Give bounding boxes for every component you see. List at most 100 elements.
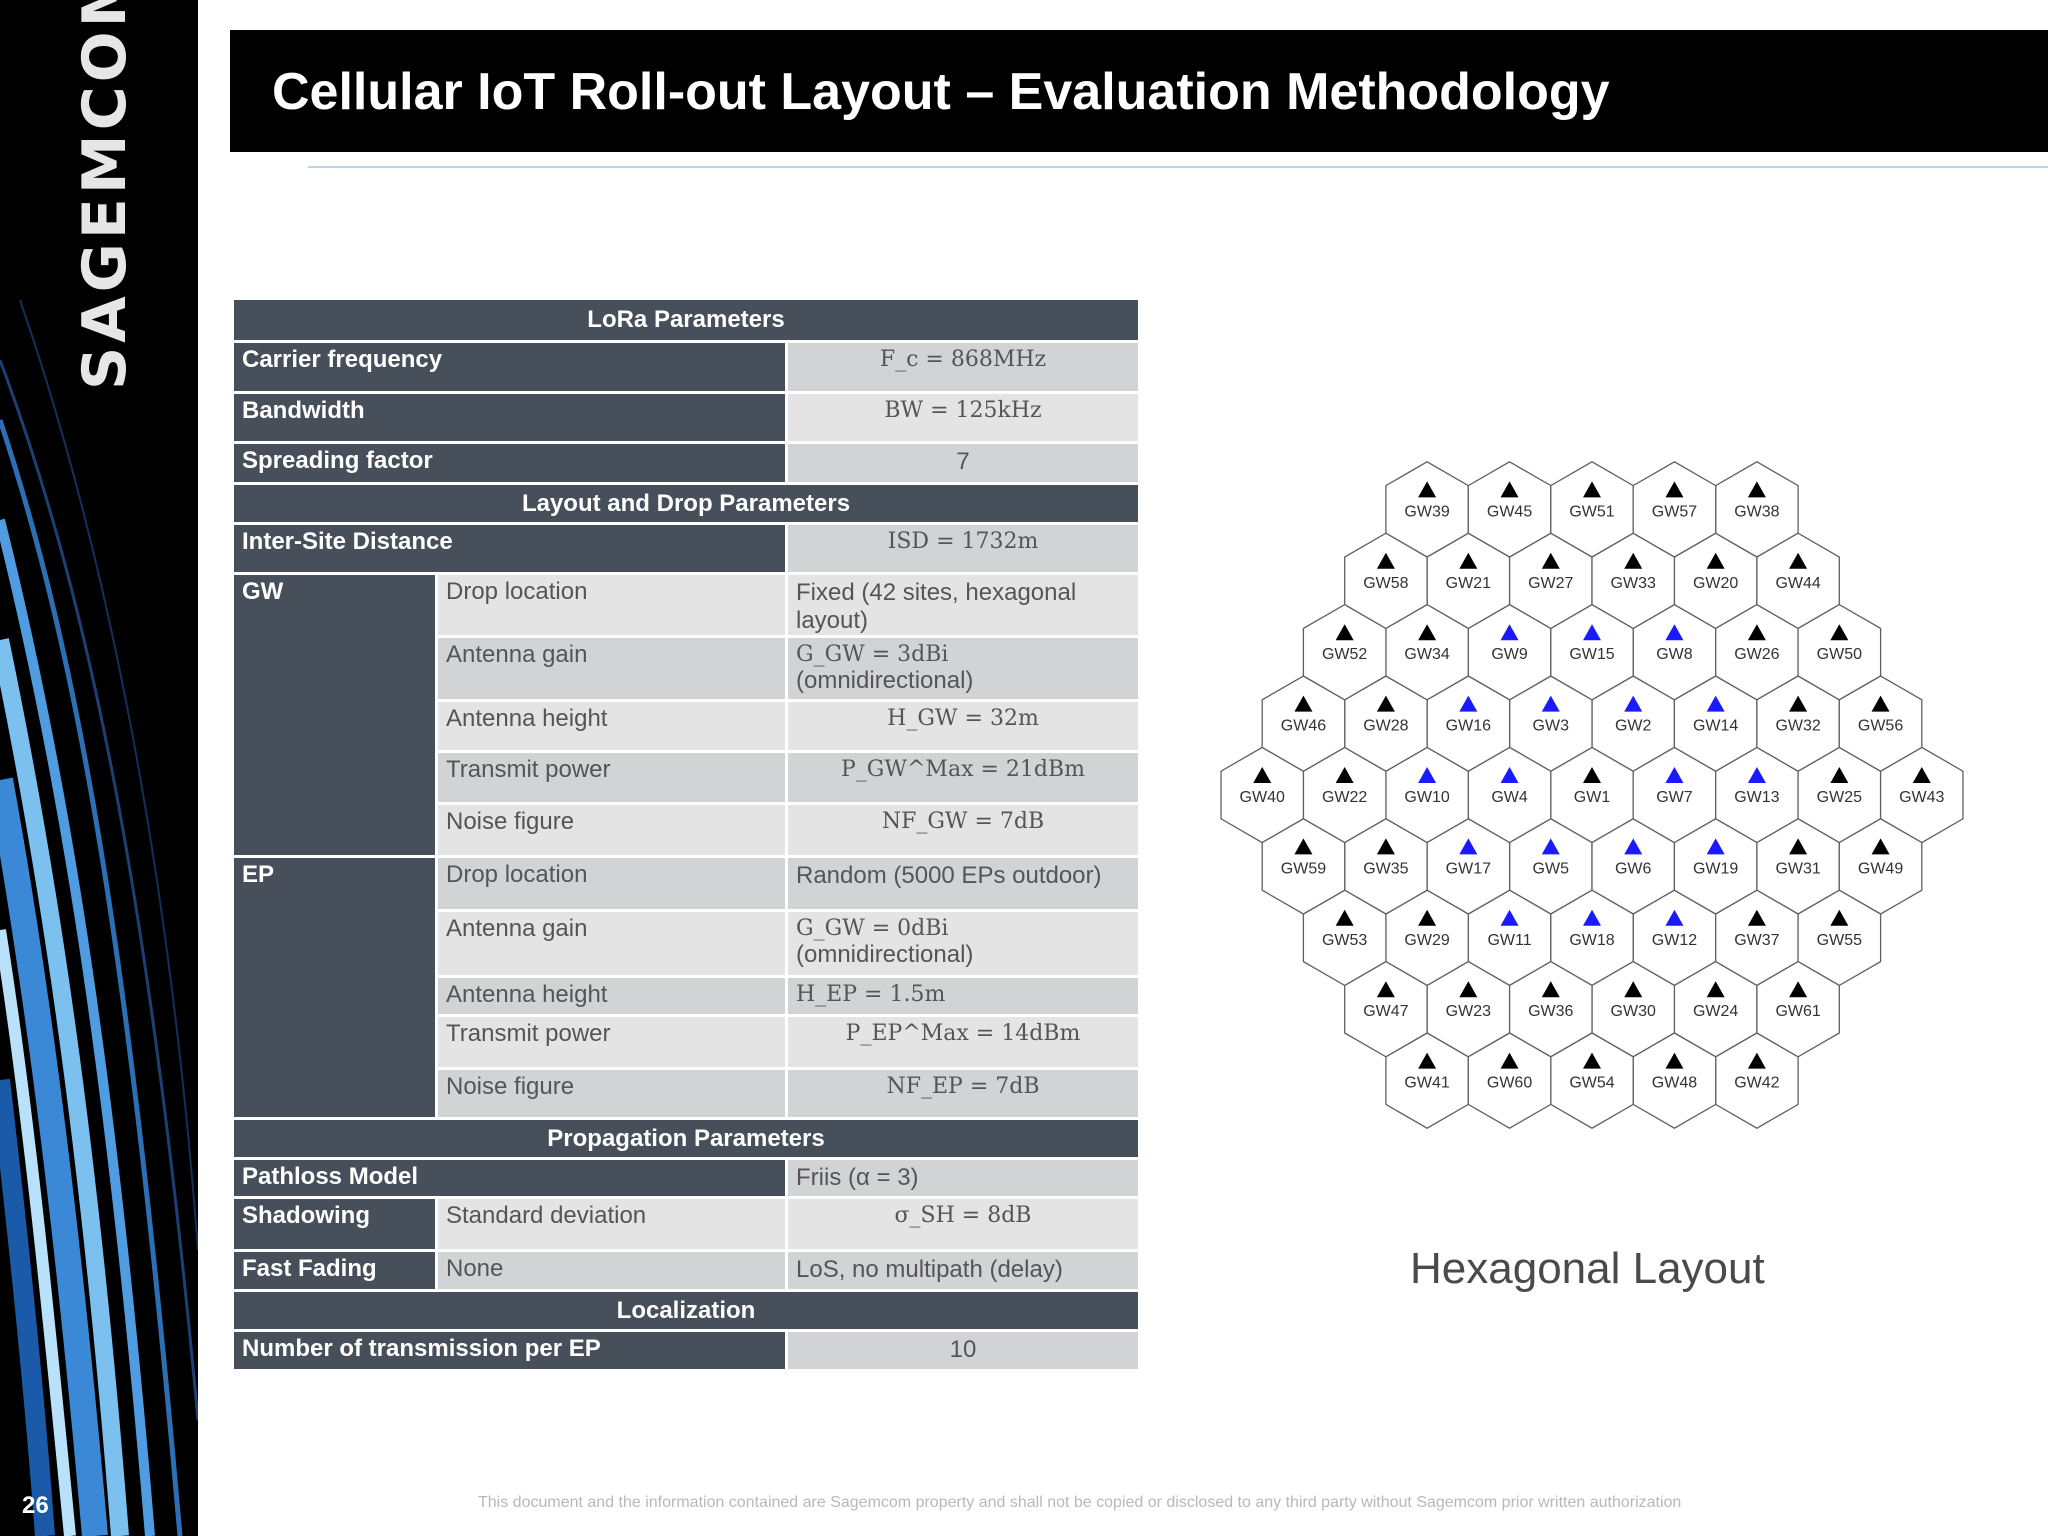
- hex-cell-gw11: GW11: [1467, 889, 1552, 987]
- gateway-label: GW46: [1281, 718, 1326, 735]
- table-row: Inter-Site Distance ISD = 1732m: [234, 522, 1139, 572]
- gateway-antenna-icon: [1665, 624, 1684, 641]
- gateway-label: GW36: [1528, 1003, 1573, 1020]
- gateway-label: GW51: [1569, 503, 1614, 520]
- gateway-label: GW41: [1404, 1075, 1449, 1092]
- hex-cell-gw43: GW43: [1879, 746, 1964, 844]
- gateway-antenna-icon: [1335, 909, 1354, 926]
- hex-cell-gw55: GW55: [1797, 889, 1882, 987]
- title-divider: [308, 166, 2048, 168]
- gateway-antenna-icon: [1335, 767, 1354, 783]
- gateway-antenna-icon: [1459, 838, 1478, 855]
- footer-disclaimer: This document and the information contai…: [478, 1494, 1682, 1511]
- gateway-label: GW54: [1569, 1075, 1614, 1092]
- table-row: Noise figure NF_GW = 7dB: [234, 802, 1139, 855]
- hex-cell-gw3: GW3: [1508, 675, 1593, 772]
- gateway-label: GW38: [1734, 503, 1779, 520]
- hex-cell-gw57: GW57: [1632, 461, 1717, 558]
- hex-cell-gw16: GW16: [1426, 675, 1511, 772]
- transmissions-per-ep-label: Number of transmission per EP: [234, 1329, 788, 1369]
- gateway-antenna-icon: [1706, 838, 1725, 855]
- bandwidth-value: BW = 125kHz: [788, 391, 1139, 441]
- gateway-antenna-icon: [1583, 481, 1601, 498]
- hex-cell-outline: [1467, 1032, 1552, 1129]
- gateway-label: GW34: [1404, 646, 1449, 663]
- gateway-antenna-icon: [1624, 981, 1643, 998]
- gateway-label: GW4: [1491, 789, 1528, 806]
- sagemcom-logo: SAGEMCOM: [70, 0, 140, 390]
- gateway-label: GW29: [1404, 932, 1449, 949]
- gateway-label: GW27: [1528, 575, 1573, 592]
- gateway-antenna-icon: [1376, 552, 1395, 569]
- fast-fading-sub-label: None: [438, 1249, 788, 1289]
- gateway-label: GW61: [1775, 1003, 1820, 1020]
- hex-cell-gw59: GW59: [1261, 818, 1346, 915]
- gateway-antenna-icon: [1459, 695, 1478, 712]
- gateway-antenna-icon: [1376, 695, 1395, 712]
- gateway-antenna-icon: [1706, 552, 1725, 569]
- table-row: Fast Fading None LoS, no multipath (dela…: [234, 1249, 1139, 1289]
- gateway-label: GW37: [1734, 932, 1779, 949]
- gateway-antenna-icon: [1376, 838, 1395, 855]
- table-row: EP Drop location Random (5000 EPs outdoo…: [234, 855, 1139, 1117]
- carrier-frequency-label: Carrier frequency: [234, 340, 788, 391]
- hex-cell-outline: [1344, 532, 1428, 630]
- gateway-antenna-icon: [1541, 981, 1560, 998]
- hex-cell-outline: [1632, 461, 1717, 558]
- gw-drop-location-value: Fixed (42 sites, hexagonal layout): [788, 572, 1139, 635]
- gateway-antenna-icon: [1500, 624, 1519, 641]
- hex-cell-gw19: GW19: [1673, 818, 1758, 915]
- pathloss-model-value: Friis (α = 3): [788, 1157, 1139, 1196]
- gw-antenna-gain-note: (omnidirectional): [796, 667, 974, 694]
- gateway-label: GW8: [1656, 646, 1693, 663]
- ep-antenna-height-label: Antenna height: [438, 975, 788, 1014]
- table-row: Pathloss Model Friis (α = 3): [234, 1157, 1139, 1196]
- page-number: 26: [22, 1492, 49, 1519]
- gw-noise-figure-label: Noise figure: [438, 802, 788, 855]
- hex-cell-gw32: GW32: [1756, 675, 1840, 772]
- gateway-label: GW7: [1656, 789, 1693, 806]
- transmissions-per-ep-value: 10: [788, 1329, 1139, 1369]
- gateway-label: GW48: [1652, 1075, 1697, 1092]
- gateway-label: GW50: [1817, 646, 1862, 663]
- gw-group-label: GW: [234, 572, 438, 855]
- gateway-antenna-icon: [1624, 838, 1643, 855]
- gateway-antenna-icon: [1418, 481, 1437, 498]
- gateway-label: GW21: [1446, 575, 1491, 592]
- gw-antenna-gain-label: Antenna gain: [438, 635, 788, 699]
- hex-cell-gw50: GW50: [1797, 603, 1882, 701]
- gateway-label: GW23: [1446, 1003, 1491, 1020]
- layout-parameters-header: Layout and Drop Parameters: [234, 482, 1139, 522]
- spreading-factor-value: 7: [788, 441, 1139, 482]
- table-row: Bandwidth BW = 125kHz: [234, 391, 1139, 441]
- gateway-label: GW6: [1615, 860, 1652, 877]
- ep-noise-figure-label: Noise figure: [438, 1067, 788, 1117]
- shadowing-label: Shadowing: [234, 1196, 438, 1249]
- gateway-antenna-icon: [1418, 767, 1437, 783]
- hex-cell-gw60: GW60: [1467, 1032, 1552, 1129]
- gateway-label: GW59: [1281, 860, 1326, 877]
- hex-cell-gw61: GW61: [1756, 960, 1840, 1058]
- propagation-parameters-header: Propagation Parameters: [234, 1117, 1139, 1157]
- gateway-antenna-icon: [1747, 909, 1766, 926]
- gateway-antenna-icon: [1706, 695, 1725, 712]
- gateway-antenna-icon: [1706, 981, 1725, 998]
- inter-site-distance-label: Inter-Site Distance: [234, 522, 788, 572]
- gateway-antenna-icon: [1871, 695, 1890, 712]
- gateway-label: GW14: [1693, 718, 1738, 735]
- ep-transmit-power-value: P_EP^Max = 14dBm: [788, 1014, 1139, 1067]
- gateway-antenna-icon: [1789, 838, 1808, 855]
- ep-antenna-gain-value: G_GW = 0dBi: [796, 916, 949, 941]
- gateway-antenna-icon: [1418, 624, 1437, 641]
- gw-transmit-power-label: Transmit power: [438, 750, 788, 802]
- gateway-antenna-icon: [1500, 481, 1519, 498]
- gateway-antenna-icon: [1253, 767, 1272, 783]
- hex-cell-gw12: GW12: [1632, 889, 1717, 987]
- hex-cell-gw47: GW47: [1344, 960, 1428, 1058]
- hex-cell-gw13: GW13: [1715, 746, 1799, 844]
- ep-transmit-power-label: Transmit power: [438, 1014, 788, 1067]
- hex-cell-gw40: GW40: [1220, 746, 1305, 844]
- spreading-factor-label: Spreading factor: [234, 441, 788, 482]
- inter-site-distance-value: ISD = 1732m: [788, 522, 1139, 572]
- shadowing-sub-label: Standard deviation: [438, 1196, 788, 1249]
